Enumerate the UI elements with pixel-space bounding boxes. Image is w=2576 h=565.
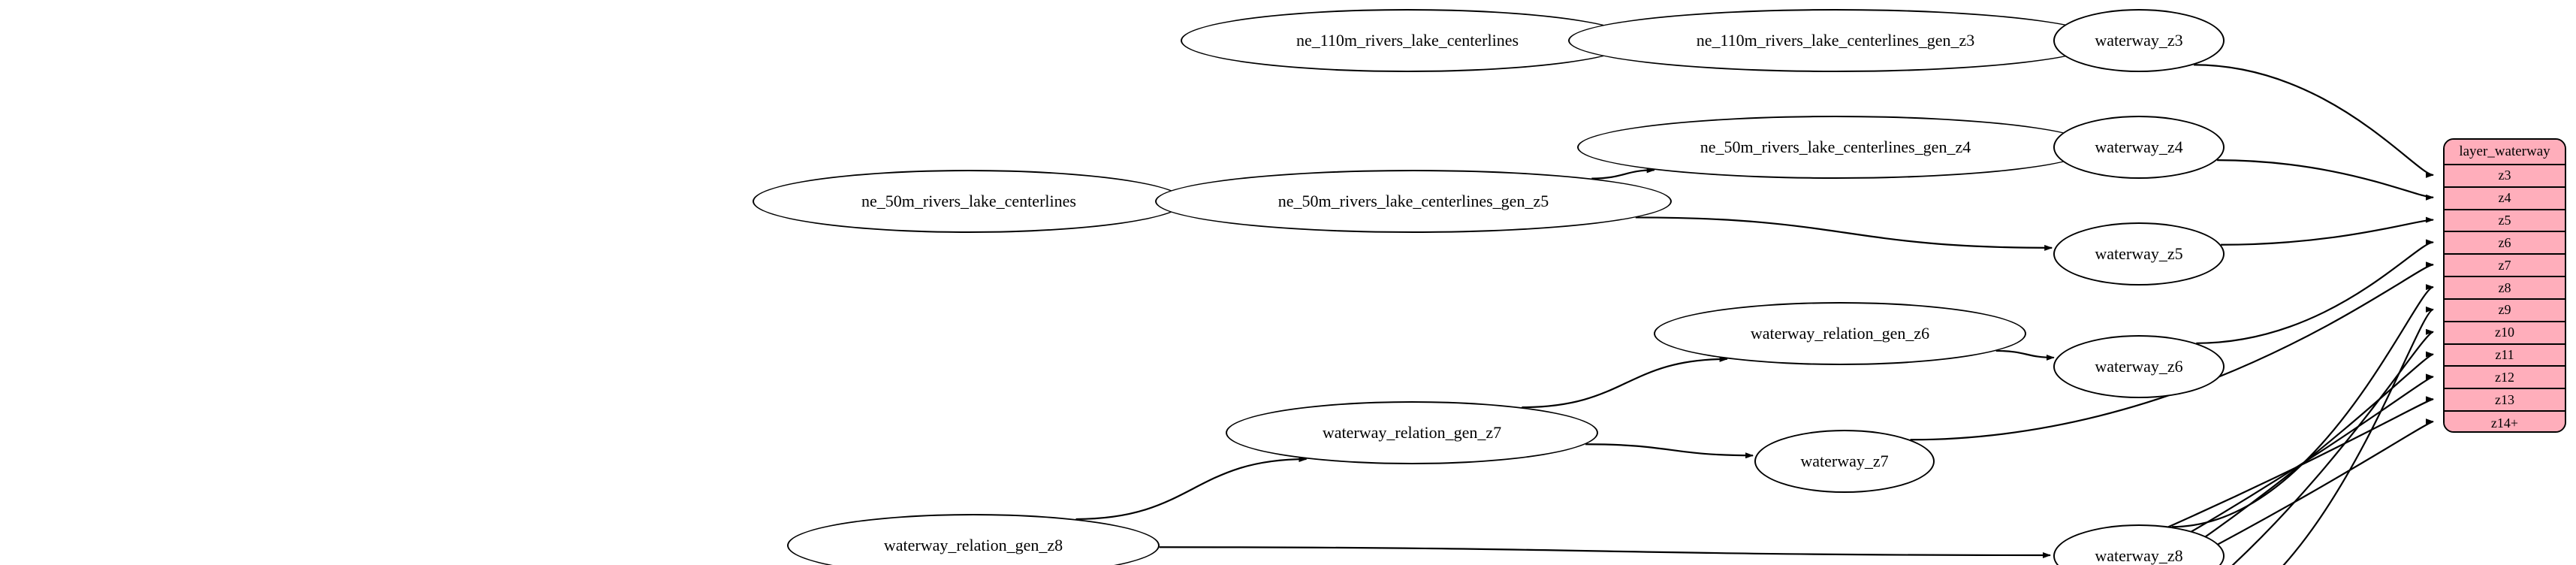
graph-node-label: waterway_relation_gen_z7 (1322, 423, 1502, 442)
graph-node-ne_50m_rivers_lake_centerlines[interactable]: ne_50m_rivers_lake_centerlines (753, 170, 1185, 233)
graph-node-label: waterway_relation_gen_z6 (1750, 324, 1930, 343)
table-row-z7[interactable]: z7 (2445, 255, 2565, 278)
graph-node-label: waterway_relation_gen_z8 (883, 536, 1063, 554)
graph-node-waterway_z5[interactable]: waterway_z5 (2053, 222, 2225, 286)
graph-node-waterway_z7[interactable]: waterway_z7 (1754, 430, 1935, 493)
graph-node-waterway_z3[interactable]: waterway_z3 (2053, 9, 2225, 72)
graph-edge-waterway_relation_gen_z7-to-waterway_relation_gen_z6 (1522, 355, 1728, 409)
graph-node-ne_110m_rivers_lake_centerlines[interactable]: ne_110m_rivers_lake_centerlines (1181, 9, 1634, 72)
graph-node-waterway_relation_gen_z6[interactable]: waterway_relation_gen_z6 (1654, 302, 2026, 365)
graph-edge-waterway_relation_gen_z8-to-waterway_z8 (1159, 546, 2052, 558)
graph-node-label: waterway_z8 (2095, 546, 2183, 565)
graph-edge-waterway_relation_gen_z7-to-waterway_z7 (1585, 443, 1754, 459)
graph-node-ne_50m_rivers_lake_centerlines_gen_z4[interactable]: ne_50m_rivers_lake_centerlines_gen_z4 (1577, 116, 2094, 179)
table-row-z12[interactable]: z12 (2445, 367, 2565, 390)
graph-node-ne_110m_rivers_lake_centerlines_gen_z3[interactable]: ne_110m_rivers_lake_centerlines_gen_z3 (1568, 9, 2103, 72)
graph-edge-ne_50m_rivers_lake_centerlines_gen_z5-to-ne_50m_rivers_lake_centerlines_gen_z4 (1591, 167, 1655, 180)
graph-edge-waterway_z13-to-layer_waterway-z13 (2077, 396, 2434, 565)
graph-node-label: waterway_z4 (2095, 137, 2183, 156)
graph-node-waterway_relation_gen_z8[interactable]: waterway_relation_gen_z8 (787, 514, 1160, 565)
table-row-z14+[interactable]: z14+ (2445, 412, 2565, 431)
graph-node-label: waterway_z3 (2095, 31, 2183, 50)
graph-node-label: ne_50m_rivers_lake_centerlines_gen_z5 (1277, 192, 1549, 210)
table-row-z11[interactable]: z11 (2445, 344, 2565, 367)
graph-node-label: waterway_z7 (1800, 452, 1889, 470)
graph-edge-waterway_relation_gen_z6-to-waterway_z6 (1995, 349, 2055, 361)
graph-node-label: ne_110m_rivers_lake_centerlines (1296, 31, 1519, 50)
graph-edge-waterway_z14-to-layer_waterway-z14+ (2176, 418, 2434, 565)
graph-node-label: waterway_z5 (2095, 244, 2183, 263)
graph-node-label: ne_110m_rivers_lake_centerlines_gen_z3 (1696, 31, 1975, 50)
graph-node-waterway_z6[interactable]: waterway_z6 (2053, 335, 2225, 398)
table-row-z6[interactable]: z6 (2445, 232, 2565, 255)
graph-edge-waterway_z6-to-layer_waterway-z6 (2196, 239, 2434, 344)
graph-node-waterway_z4[interactable]: waterway_z4 (2053, 116, 2225, 179)
table-row-z10[interactable]: z10 (2445, 322, 2565, 345)
graph-edge-waterway_relation_gen_z8-to-waterway_relation_gen_z7 (1075, 456, 1308, 521)
table-row-z5[interactable]: z5 (2445, 210, 2565, 233)
table-header: layer_waterway (2445, 140, 2565, 165)
graph-edge-waterway_z12-to-layer_waterway-z12 (2131, 373, 2434, 565)
graph-edge-waterway_z11-to-layer_waterway-z11 (2162, 351, 2434, 565)
graph-edge-waterway_z5-to-layer_waterway-z5 (2221, 216, 2434, 246)
graph-edge-ne_50m_rivers_lake_centerlines_gen_z5-to-waterway_z5 (1635, 216, 2053, 251)
graph-node-label: waterway_z6 (2095, 357, 2183, 376)
graph-edge-waterway_z8-to-layer_waterway-z8 (2171, 284, 2434, 528)
table-row-z8[interactable]: z8 (2445, 277, 2565, 300)
graph-edge-waterway_z4-to-layer_waterway-z4 (2217, 159, 2434, 201)
table-row-z9[interactable]: z9 (2445, 299, 2565, 322)
graph-node-label: ne_50m_rivers_lake_centerlines_gen_z4 (1700, 137, 1971, 156)
table-row-z4[interactable]: z4 (2445, 187, 2565, 210)
graph-edge-waterway_z3-to-layer_waterway-z3 (2194, 64, 2434, 178)
graph-node-label: ne_50m_rivers_lake_centerlines (861, 192, 1076, 210)
graph-node-waterway_relation_gen_z7[interactable]: waterway_relation_gen_z7 (1226, 401, 1598, 464)
table-row-z13[interactable]: z13 (2445, 389, 2565, 412)
graph-node-ne_50m_rivers_lake_centerlines_gen_z5[interactable]: ne_50m_rivers_lake_centerlines_gen_z5 (1155, 170, 1672, 233)
graph-edge-waterway_z7-to-layer_waterway-z7 (1910, 261, 2434, 441)
table-row-z3[interactable]: z3 (2445, 165, 2565, 188)
graph-edge-waterway_z10-to-layer_waterway-z10 (2231, 328, 2434, 565)
